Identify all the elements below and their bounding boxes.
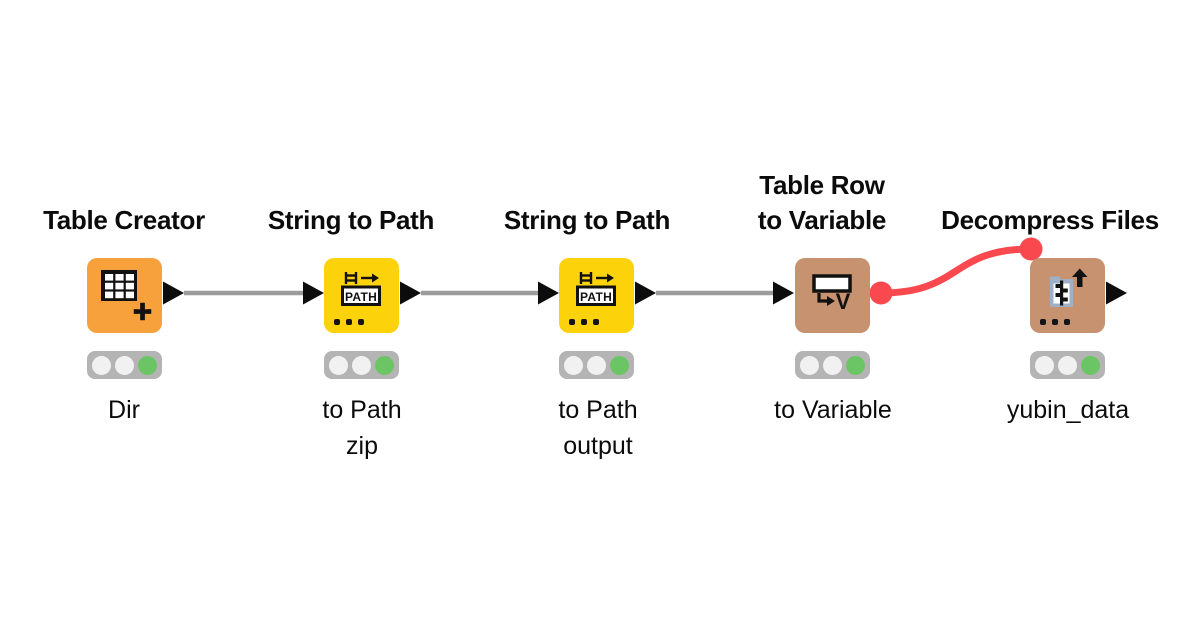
node-title-string-to-path-2: String to Path <box>503 205 671 235</box>
svg-text:PATH: PATH <box>345 290 377 304</box>
node-options-dots-icon <box>569 319 609 325</box>
node-title-table-row-to-variable: Table Row to Variable <box>757 170 887 235</box>
status-traffic-light <box>559 351 634 379</box>
node-label-dir[interactable]: Dir <box>108 396 140 424</box>
status-green-light <box>846 355 865 375</box>
node-options-dots-icon <box>1040 319 1080 325</box>
node-table-creator[interactable] <box>87 258 162 333</box>
status-yellow-light <box>823 355 842 375</box>
string-to-path-icon: PATH <box>576 272 616 306</box>
connection-flow-variable-to-decompress-files[interactable] <box>869 237 1043 305</box>
status-traffic-light <box>1030 351 1105 379</box>
input-port-triangle[interactable] <box>303 281 324 305</box>
status-red-light <box>92 355 111 375</box>
svg-text:V: V <box>836 289 851 314</box>
status-green-light <box>1081 355 1100 375</box>
node-title-string-to-path-1: String to Path <box>267 205 435 235</box>
status-green-light <box>610 355 629 375</box>
node-title-table-creator: Table Creator <box>43 205 205 235</box>
status-traffic-light <box>324 351 399 379</box>
output-port-triangle[interactable] <box>635 281 656 305</box>
node-label-yubin-data[interactable]: yubin_data <box>1006 396 1130 424</box>
node-decompress-files[interactable] <box>1030 258 1105 333</box>
decompress-zip-icon <box>1050 268 1088 307</box>
output-port-triangle[interactable] <box>400 281 421 305</box>
connection-string-to-path-1-to-string-to-path-2[interactable] <box>400 281 559 305</box>
node-label-to-path-zip[interactable]: to Path zip <box>322 396 402 460</box>
status-traffic-light <box>795 351 870 379</box>
node-label-to-path-output[interactable]: to Path output <box>558 396 638 460</box>
status-red-light <box>800 355 819 375</box>
node-label-to-variable[interactable]: to Variable <box>774 396 892 424</box>
status-traffic-light <box>87 351 162 379</box>
node-table-row-to-variable[interactable]: V <box>795 258 870 333</box>
node-options-dots-icon <box>334 319 374 325</box>
svg-text:PATH: PATH <box>580 290 612 304</box>
status-red-light <box>564 355 583 375</box>
node-string-to-path-1[interactable]: PATH <box>324 258 399 333</box>
flow-variable-input-port[interactable] <box>1019 237 1043 261</box>
status-yellow-light <box>587 355 606 375</box>
string-to-path-icon: PATH <box>341 272 381 306</box>
input-port-triangle[interactable] <box>538 281 559 305</box>
node-string-to-path-2[interactable]: PATH <box>559 258 634 333</box>
connection-table-creator-to-string-to-path-1[interactable] <box>163 281 324 305</box>
flow-variable-connection-line[interactable] <box>877 245 1035 297</box>
status-yellow-light <box>1058 355 1077 375</box>
status-yellow-light <box>115 355 134 375</box>
flow-variable-output-port[interactable] <box>869 281 893 305</box>
input-port-triangle[interactable] <box>773 281 794 305</box>
table-plus-icon <box>101 270 153 323</box>
status-green-light <box>375 355 394 375</box>
row-to-variable-icon: V <box>812 274 852 314</box>
output-port-triangle[interactable] <box>163 281 184 305</box>
status-red-light <box>329 355 348 375</box>
status-green-light <box>138 355 157 375</box>
output-port-triangle[interactable] <box>1106 281 1127 305</box>
connection-string-to-path-2-to-table-row-to-variable[interactable] <box>635 281 794 305</box>
status-yellow-light <box>352 355 371 375</box>
node-title-decompress-files: Decompress Files <box>941 205 1159 235</box>
status-red-light <box>1035 355 1054 375</box>
